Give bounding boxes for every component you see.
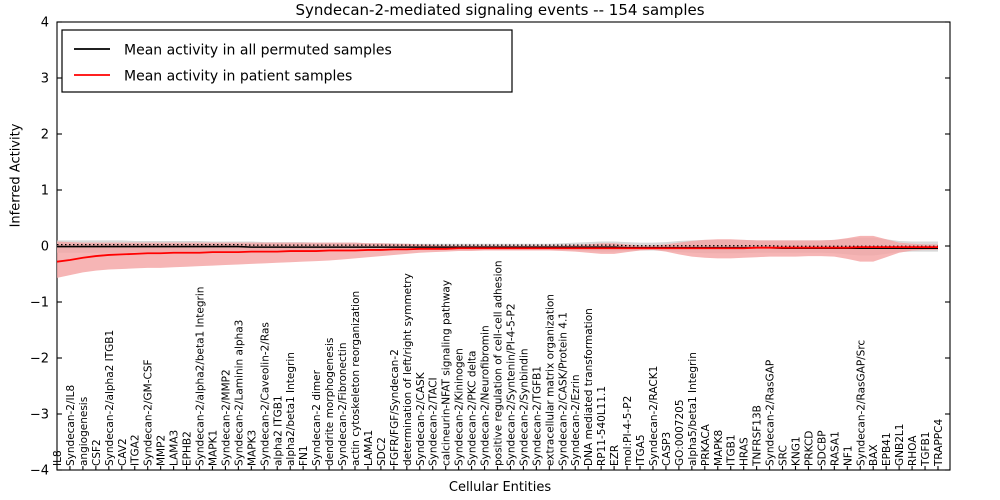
x-tick-label: alpha5/beta1 Integrin bbox=[687, 352, 699, 466]
x-tick-label: Syndecan-2/RasGAP bbox=[765, 360, 777, 466]
x-tick-label: alpha2 ITGB1 bbox=[272, 395, 284, 466]
x-tick-label: MAPK8 bbox=[713, 430, 725, 466]
x-tick-label: ITGA2 bbox=[130, 434, 142, 466]
x-tick-label: CSF2 bbox=[91, 439, 103, 466]
y-tick-label: 4 bbox=[41, 16, 49, 31]
permuted-median-dotted-line bbox=[57, 243, 938, 247]
x-tick-label: HRAS bbox=[739, 437, 751, 466]
legend-box bbox=[61, 29, 513, 93]
y-tick-label: −4 bbox=[30, 464, 49, 479]
x-tick-label: dendrite morphogenesis bbox=[324, 338, 336, 466]
x-tick-label: Syndecan-2/Laminin alpha3 bbox=[233, 320, 245, 466]
x-tick-label: Syndecan-2/Syntenin/PI-4-5-P2 bbox=[505, 303, 517, 466]
x-tick-label: ITGB1 bbox=[726, 434, 738, 466]
x-tick-label: Syndecan-2/alpha2 ITGB1 bbox=[104, 330, 116, 466]
x-tick-label: Syndecan-2/alpha2/beta1 Integrin bbox=[195, 287, 207, 466]
x-tick-label: PRKACA bbox=[700, 423, 712, 466]
x-tick-label: GNB2L1 bbox=[894, 424, 906, 466]
x-tick-label: Syndecan-2/Caveolin-2/Ras bbox=[259, 322, 271, 466]
x-tick-label: alpha2/beta1 Integrin bbox=[285, 352, 297, 466]
x-tick-label: MAPK1 bbox=[207, 430, 219, 466]
x-tick-label: SDC2 bbox=[376, 437, 388, 466]
x-tick-label: EPHB2 bbox=[182, 431, 194, 466]
x-tick-label: PRKCD bbox=[803, 431, 815, 466]
x-tick-label: FN1 bbox=[298, 445, 310, 466]
x-tick-label: RP11-540L11.1 bbox=[596, 386, 608, 466]
legend[interactable]: Mean activity in all permuted samplesMea… bbox=[61, 29, 513, 93]
x-tick-label: calcineurin-NFAT signaling pathway bbox=[441, 280, 453, 466]
x-tick-label: positive regulation of cell-cell adhesio… bbox=[493, 260, 505, 466]
x-tick-label: TRAPPC4 bbox=[933, 419, 945, 467]
x-tick-label: Syndecan-2/Neurofibromin bbox=[480, 325, 492, 466]
x-tick-label: actin cytoskeleton reorganization bbox=[350, 291, 362, 466]
x-tick-label: angiogenesis bbox=[78, 397, 90, 466]
x-tick-label: IL8 bbox=[52, 450, 64, 466]
x-tick-label: KNG1 bbox=[790, 436, 802, 466]
x-tick-label: BAX bbox=[868, 444, 880, 466]
patient-mean-line bbox=[56, 246, 938, 263]
x-tick-label: ITGA5 bbox=[635, 434, 647, 466]
y-tick-label: 1 bbox=[41, 184, 49, 199]
x-tick-label: Syndecan-2/RACK1 bbox=[648, 366, 660, 466]
x-tick-label: Syndecan-2/GM-CSF bbox=[143, 359, 155, 466]
legend-label: Mean activity in all permuted samples bbox=[124, 43, 392, 59]
legend-label: Mean activity in patient samples bbox=[124, 69, 352, 85]
x-tick-label: Syndecan-2/IL8 bbox=[65, 385, 77, 466]
y-axis-ticks: −4 −3 −2 −1 0 1 2 3 4 bbox=[30, 16, 950, 479]
x-tick-label: Syndecan-2/PKC delta bbox=[467, 351, 479, 466]
x-tick-label: Syndecan-2/Ezrin bbox=[570, 374, 582, 466]
x-tick-label: Syndecan-2/MMP2 bbox=[220, 369, 232, 466]
y-tick-label: 3 bbox=[41, 72, 49, 87]
x-tick-label: Syndecan-2/TACI bbox=[428, 377, 440, 466]
x-tick-label: TGFB1 bbox=[920, 432, 932, 467]
y-tick-label: −3 bbox=[30, 408, 49, 423]
x-tick-label: Syndecan-2/TGFB1 bbox=[531, 366, 543, 466]
x-tick-label: Syndecan-2/Kininogen bbox=[454, 348, 466, 466]
x-tick-label: CAV2 bbox=[117, 438, 129, 466]
x-tick-label: Syndecan-2/Fibronectin bbox=[337, 343, 349, 466]
x-tick-label: EZR bbox=[609, 445, 621, 466]
x-tick-label: Syndecan-2/RasGAP/Src bbox=[855, 340, 867, 466]
x-tick-label: SRC bbox=[778, 445, 790, 466]
x-tick-label: Syndecan-2 dimer bbox=[311, 369, 323, 466]
y-tick-label: 2 bbox=[41, 128, 49, 143]
chart-title: Syndecan-2-mediated signaling events -- … bbox=[295, 1, 705, 19]
x-tick-label: GO:0007205 bbox=[674, 399, 686, 466]
x-tick-label: NF1 bbox=[842, 445, 854, 466]
x-tick-label: CASP3 bbox=[661, 432, 673, 466]
x-tick-label: extracellular matrix organization bbox=[544, 294, 556, 466]
x-tick-label: Syndecan-2/CASK/Protein 4.1 bbox=[557, 312, 569, 466]
x-tick-label: FGFR/FGF/Syndecan-2 bbox=[389, 349, 401, 466]
x-tick-label: TNFRSF13B bbox=[752, 405, 764, 467]
x-tick-label: SDCBP bbox=[816, 430, 828, 466]
x-tick-label: DNA mediated transformation bbox=[583, 308, 595, 466]
x-tick-label: LAMA3 bbox=[169, 430, 181, 466]
x-tick-label: mol:PI-4-5-P2 bbox=[622, 396, 634, 466]
x-tick-label: MMP2 bbox=[156, 435, 168, 466]
y-tick-label: 0 bbox=[41, 240, 49, 255]
x-tick-label: MAPK3 bbox=[246, 430, 258, 466]
x-tick-label: Syndecan-2/CASK bbox=[415, 371, 427, 466]
x-tick-label: EPB41 bbox=[881, 432, 893, 466]
y-tick-label: −1 bbox=[30, 296, 49, 311]
x-tick-label: determination of left/right symmetry bbox=[402, 273, 414, 466]
x-tick-label: RHOA bbox=[907, 435, 919, 466]
x-tick-label: Syndecan-2/Synbindin bbox=[518, 348, 530, 466]
y-tick-label: −2 bbox=[30, 352, 49, 367]
x-tick-label: LAMA1 bbox=[363, 430, 375, 466]
x-tick-label: RASA1 bbox=[829, 431, 841, 466]
x-axis-label: Cellular Entities bbox=[448, 480, 552, 495]
